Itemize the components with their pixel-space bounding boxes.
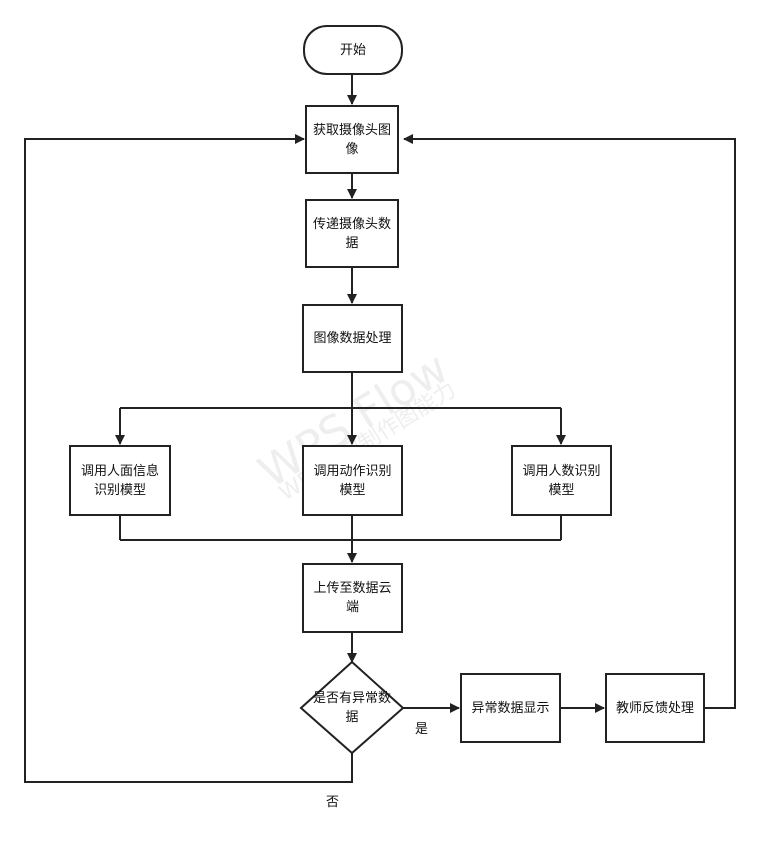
decision-label: 是否有异常数据 — [312, 690, 391, 725]
anomaly-display-node: 异常数据显示 — [460, 673, 561, 743]
capture-image-node: 获取摄像头图像 — [305, 105, 399, 174]
start-node: 开始 — [303, 25, 403, 75]
transfer-data-node: 传递摄像头数据 — [305, 199, 399, 268]
count-model-node: 调用人数识别模型 — [511, 445, 612, 516]
decision-diamond — [299, 660, 405, 755]
no-label: 否 — [326, 795, 340, 810]
decision-label-wrap: 是否有异常数据 — [301, 662, 403, 753]
edge-decision-no-loop — [24, 134, 353, 783]
face-model-node: 调用人面信息识别模型 — [69, 445, 171, 516]
action-model-node: 调用动作识别模型 — [302, 445, 403, 516]
image-processing-node: 图像数据处理 — [302, 304, 403, 373]
teacher-feedback-node: 教师反馈处理 — [605, 673, 705, 743]
upload-cloud-node: 上传至数据云端 — [302, 563, 403, 633]
edge-feedback-loop — [403, 134, 736, 709]
yes-label: 是 — [415, 722, 429, 737]
